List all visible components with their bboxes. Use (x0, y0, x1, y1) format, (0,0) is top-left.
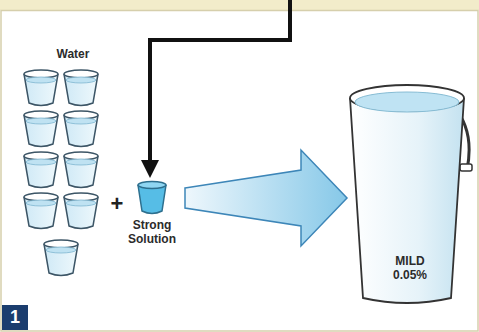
water-cups (24, 70, 98, 276)
mild-bucket: MILD 0.05% (345, 70, 475, 310)
water-label: Water (40, 47, 106, 63)
flow-arrow (185, 150, 347, 246)
pointer-arrowhead (141, 160, 159, 178)
callout-number: 1 (2, 305, 28, 330)
cup-outline (137, 180, 167, 216)
top-band (0, 0, 479, 10)
pointer-line (150, 0, 290, 162)
plus-sign: + (106, 192, 128, 216)
node-text: Strong Solution (123, 218, 181, 246)
panel-frame (1, 11, 478, 332)
strong-solution-cup: Strong Solution (123, 180, 181, 250)
concentration-text: MILD 0.05% (382, 254, 438, 282)
